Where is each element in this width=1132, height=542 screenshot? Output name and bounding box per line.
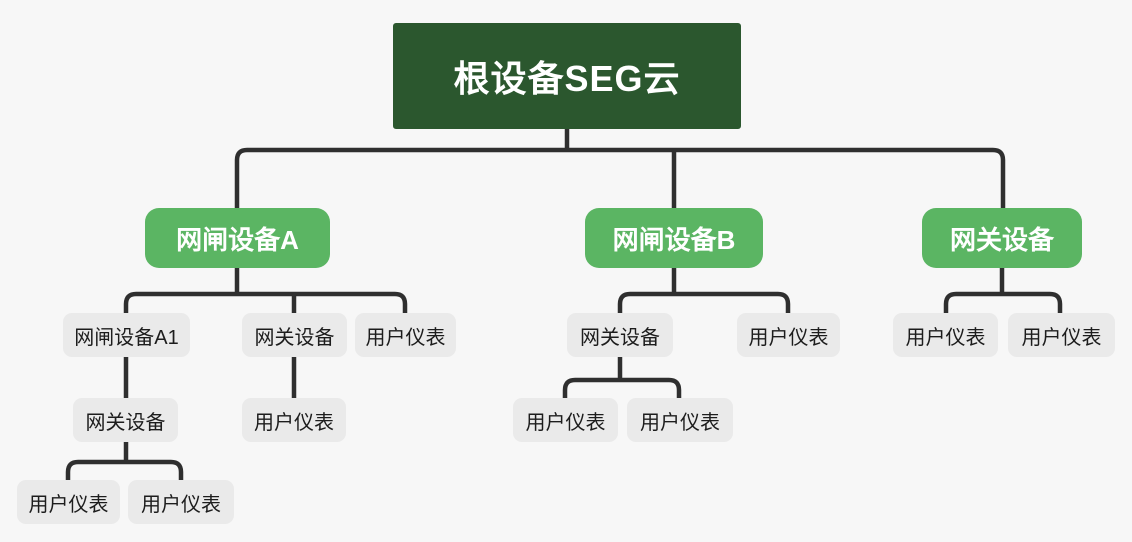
edge-b-gw-children-rail (562, 377, 682, 400)
node-meter-2-under-b-gateway[interactable]: 用户仪表 (627, 398, 733, 442)
node-gatekeeper-a1[interactable]: 网闸设备A1 (63, 313, 190, 357)
node-meter-1-under-b-gateway[interactable]: 用户仪表 (513, 398, 618, 442)
node-gateway-under-a1[interactable]: 网关设备 (73, 398, 178, 442)
node-meter-1-under-gateway[interactable]: 用户仪表 (893, 313, 998, 357)
node-meter-under-b[interactable]: 用户仪表 (737, 313, 840, 357)
node-meter-under-a[interactable]: 用户仪表 (355, 313, 456, 357)
node-gateway-under-a[interactable]: 网关设备 (242, 313, 347, 357)
edge-a1-gw-children-rail (65, 459, 184, 481)
node-gateway-device[interactable]: 网关设备 (922, 208, 1082, 268)
node-gateway-under-b[interactable]: 网关设备 (567, 313, 673, 357)
edge-b-children-rail (617, 291, 791, 314)
edge-root-rail (234, 147, 1006, 209)
edge-a-children-rail (123, 291, 408, 314)
node-meter-2-under-gateway[interactable]: 用户仪表 (1008, 313, 1115, 357)
node-root-seg-cloud[interactable]: 根设备SEG云 (393, 23, 741, 129)
edge-g-children-rail (943, 291, 1063, 314)
node-gatekeeper-a[interactable]: 网闸设备A (145, 208, 330, 268)
node-meter-2-under-a1-gateway[interactable]: 用户仪表 (128, 480, 234, 524)
node-meter-1-under-a1-gateway[interactable]: 用户仪表 (17, 480, 120, 524)
node-gatekeeper-b[interactable]: 网闸设备B (585, 208, 763, 268)
node-meter-under-a-gateway[interactable]: 用户仪表 (242, 398, 346, 442)
